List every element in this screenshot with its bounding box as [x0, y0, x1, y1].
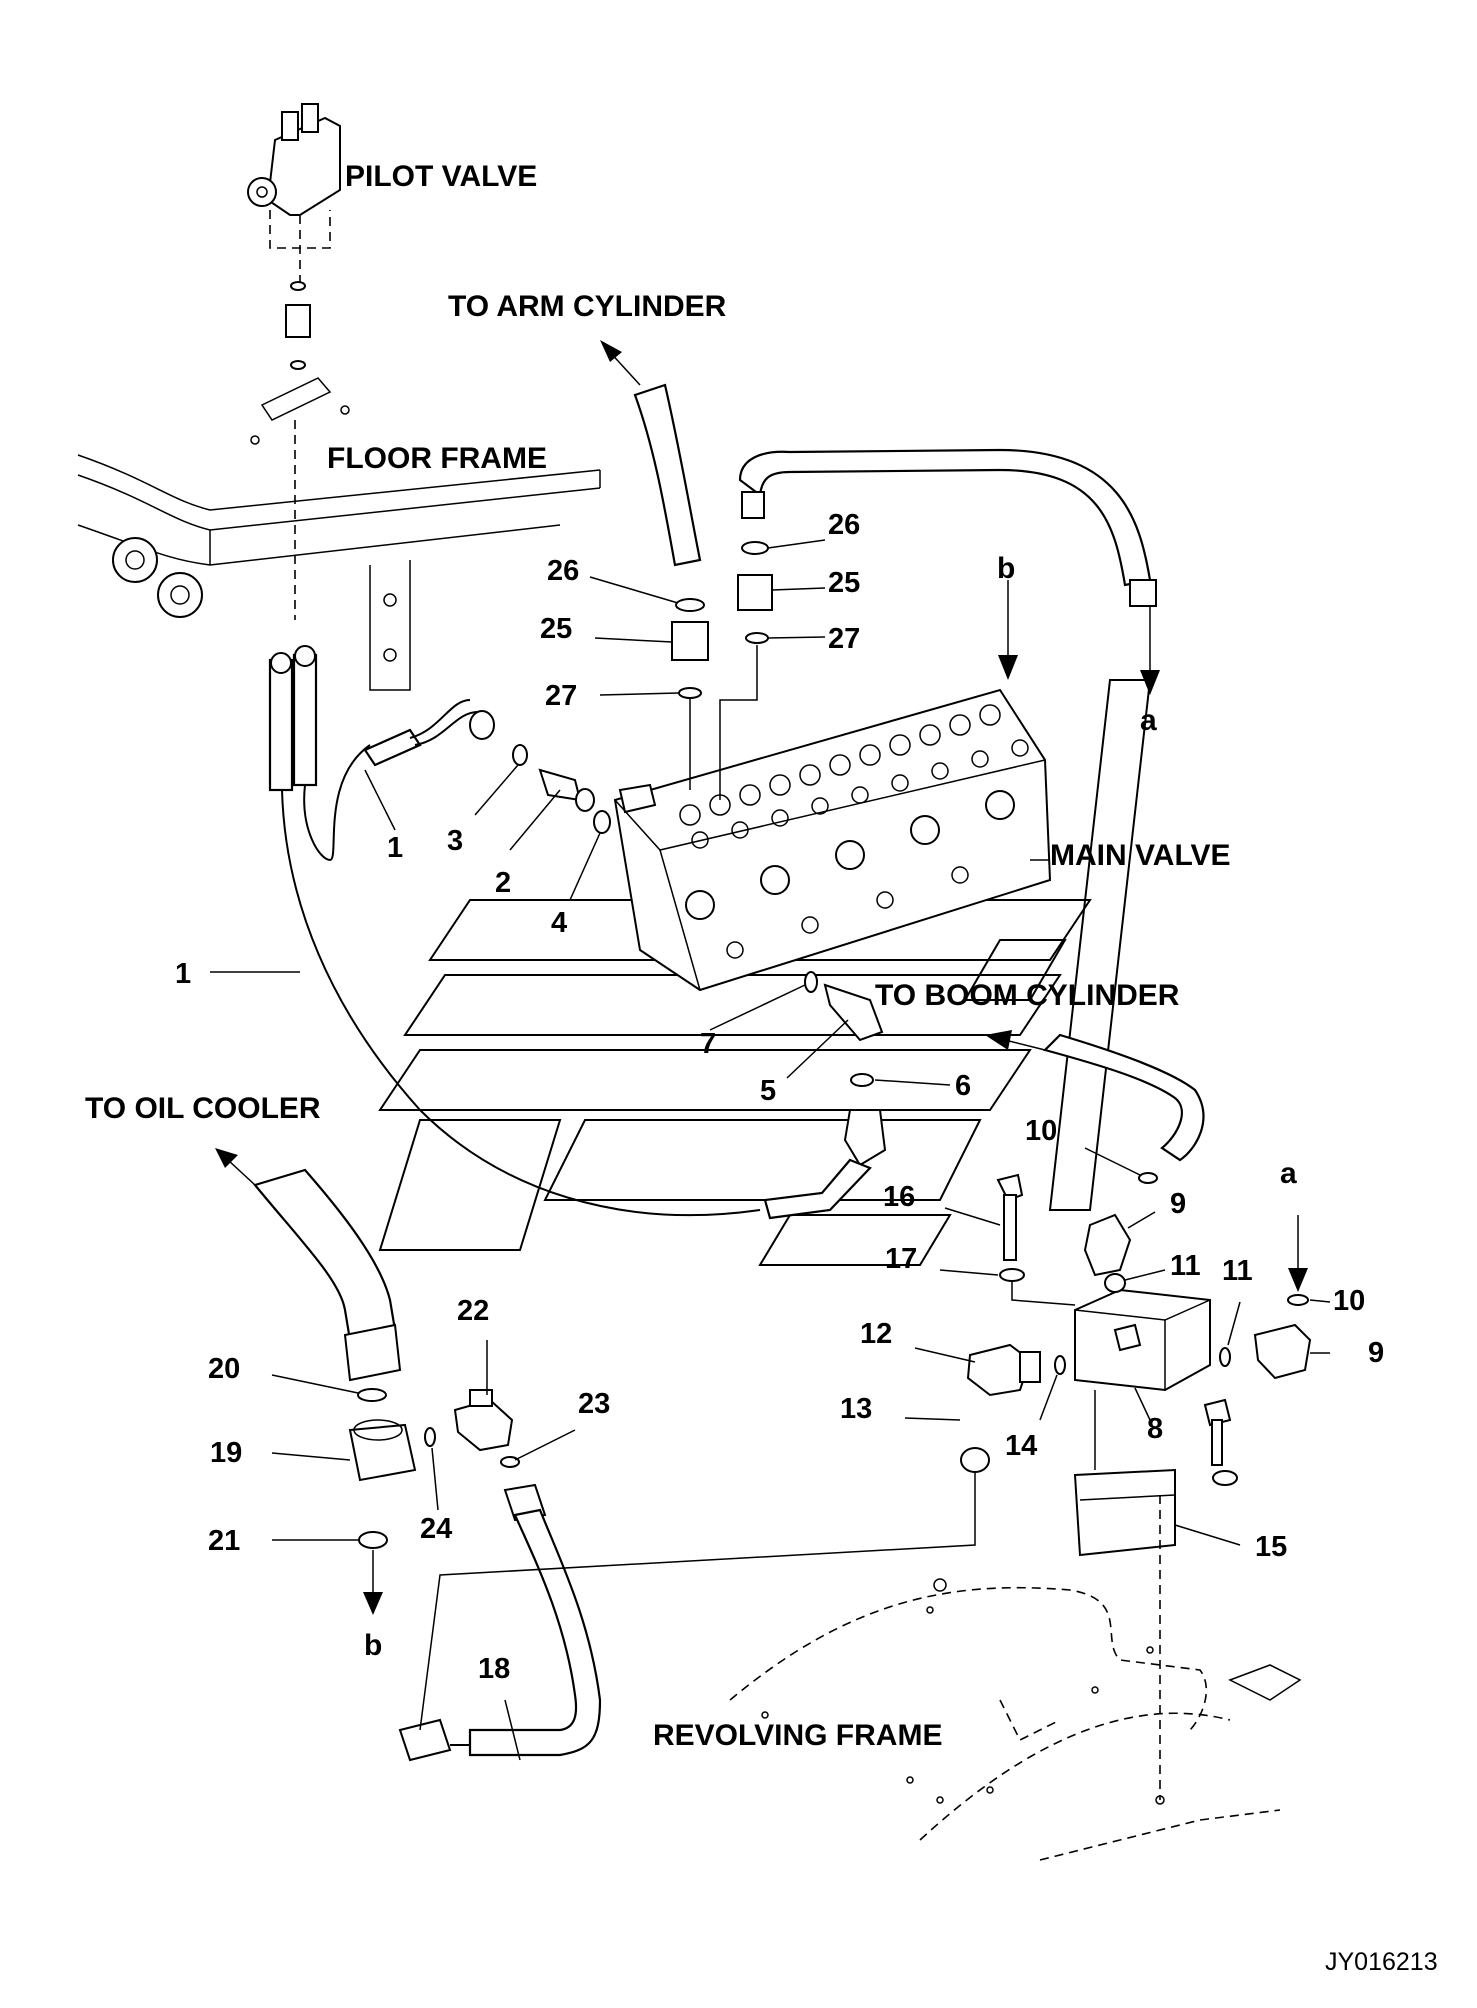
label-a-right: a	[1280, 1157, 1297, 1190]
upper-hose-to-a	[719, 448, 1157, 800]
label-to-oil-cooler: TO OIL COOLER	[85, 1092, 321, 1125]
callout-26-left: 26	[547, 555, 579, 587]
arm-cylinder-hose	[633, 383, 709, 790]
label-revolving-frame: REVOLVING FRAME	[653, 1719, 942, 1752]
callout-23: 23	[578, 1388, 610, 1420]
callout-20: 20	[208, 1353, 240, 1385]
boom-cylinder-hose	[763, 971, 1205, 1220]
bolt-16-washer-17	[996, 1173, 1076, 1306]
callout-16: 16	[883, 1181, 915, 1213]
callout-numbers: 26 25 27 26 25 27 1 3 2 4 1 7 5 6 10 9 1…	[175, 509, 1384, 1685]
callout-10-upper: 10	[1025, 1115, 1057, 1147]
callout-6: 6	[955, 1070, 971, 1102]
label-floor-frame: FLOOR FRAME	[327, 442, 547, 475]
label-pilot-valve: PILOT VALVE	[345, 160, 537, 193]
callout-10-right: 10	[1333, 1285, 1365, 1317]
callout-3: 3	[447, 825, 463, 857]
callout-9-right: 9	[1368, 1337, 1384, 1369]
callout-26-right: 26	[828, 509, 860, 541]
callout-19: 19	[210, 1437, 242, 1469]
callout-8: 8	[1147, 1413, 1163, 1445]
hose-1	[268, 645, 761, 1217]
callout-7: 7	[700, 1028, 716, 1060]
drawing-code: JY016213	[1325, 1948, 1438, 1976]
label-b-top: b	[997, 552, 1015, 585]
callout-9-upper: 9	[1170, 1188, 1186, 1220]
main-valve	[613, 688, 1052, 992]
fittings-2-3-4	[512, 744, 611, 834]
callout-15: 15	[1255, 1531, 1287, 1563]
callout-18: 18	[478, 1653, 510, 1685]
callout-2: 2	[495, 867, 511, 899]
callout-25-right: 25	[828, 567, 860, 599]
callout-11-left: 11	[1170, 1250, 1201, 1282]
label-to-arm-cylinder: TO ARM CYLINDER	[448, 290, 727, 323]
label-b-bottom: b	[364, 1629, 382, 1662]
callout-13: 13	[840, 1393, 872, 1425]
fittings-22-23-24	[424, 1389, 520, 1468]
callout-25-left: 25	[540, 613, 572, 645]
floor-frame	[77, 420, 601, 691]
callout-24: 24	[420, 1513, 452, 1545]
bracket-15	[1073, 1398, 1238, 1805]
hose-18	[398, 1483, 602, 1762]
label-main-valve: MAIN VALVE	[1050, 839, 1231, 872]
label-to-boom-cylinder: TO BOOM CYLINDER	[875, 979, 1180, 1012]
valve-block-8	[960, 1172, 1312, 1473]
callout-1-upper: 1	[387, 832, 403, 864]
callout-5: 5	[760, 1075, 776, 1107]
pilot-valve	[247, 103, 350, 445]
callout-21: 21	[208, 1525, 240, 1557]
callout-27-left: 27	[545, 680, 577, 712]
callout-4: 4	[551, 907, 567, 939]
callout-14: 14	[1005, 1430, 1037, 1462]
callout-1-lower: 1	[175, 958, 191, 990]
revolving-frame	[729, 1578, 1302, 1861]
callout-17: 17	[885, 1243, 917, 1275]
callout-27-right: 27	[828, 623, 860, 655]
oil-cooler-hose	[253, 1168, 417, 1549]
callout-11-right: 11	[1222, 1255, 1253, 1287]
callout-12: 12	[860, 1318, 892, 1350]
text-labels: PILOT VALVE TO ARM CYLINDER FLOOR FRAME …	[85, 160, 1438, 1976]
callout-22: 22	[457, 1295, 489, 1327]
label-a-top: a	[1140, 704, 1157, 737]
leader-lines	[210, 340, 1331, 1761]
